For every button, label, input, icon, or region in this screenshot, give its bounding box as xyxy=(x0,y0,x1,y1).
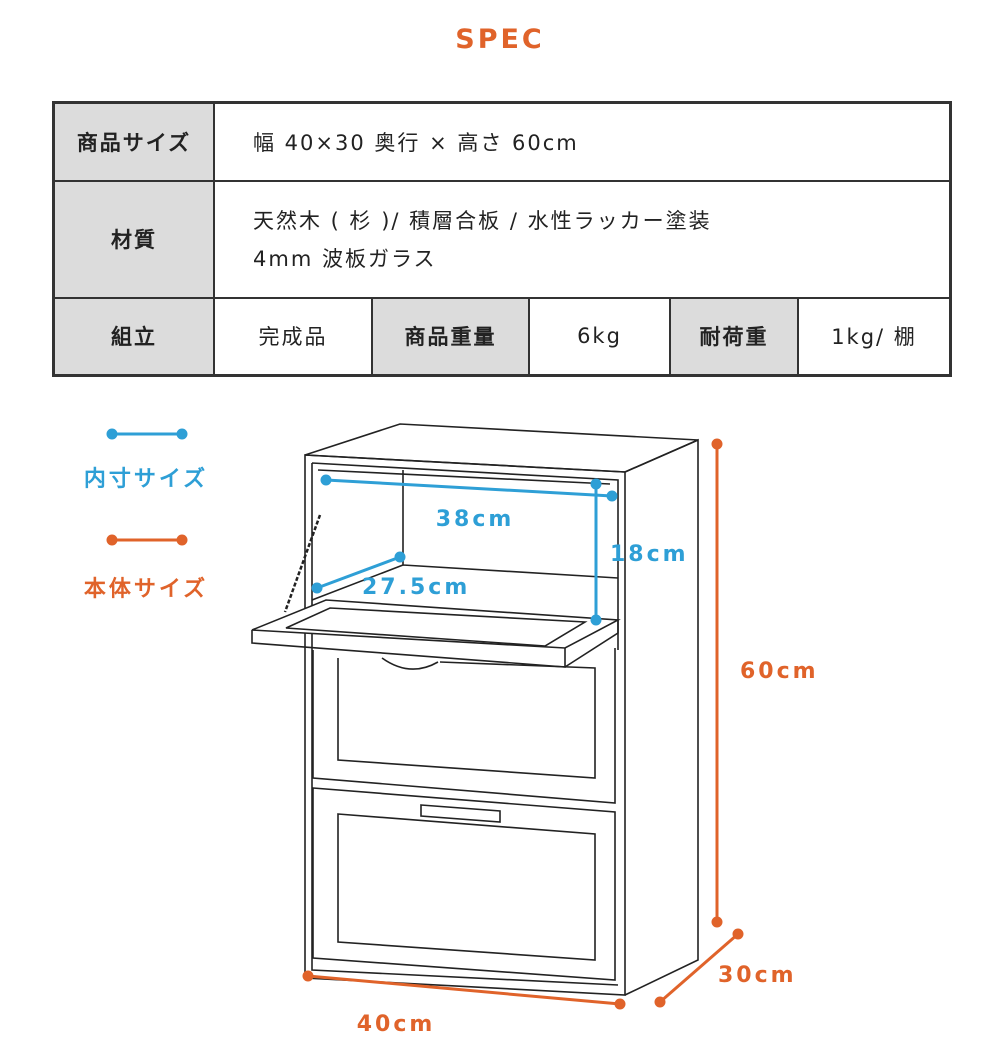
cabinet-drawing xyxy=(251,423,699,996)
size-value: 幅 40×30 奥行 × 高さ 60cm xyxy=(213,101,952,182)
legend-inner xyxy=(106,428,188,440)
load-value: 1kg/ 棚 xyxy=(797,296,952,377)
depth-label: 30cm xyxy=(718,963,797,988)
spec-row-assembly: 組立 完成品 商品重量 6kg 耐荷重 1kg/ 棚 xyxy=(52,296,952,377)
size-label: 商品サイズ xyxy=(52,101,215,182)
assembly-label: 組立 xyxy=(52,296,215,377)
height-label: 60cm xyxy=(740,659,819,684)
page-title: SPEC xyxy=(455,24,545,55)
outer-dimension-lines xyxy=(302,438,744,1010)
inner-height-label: 18cm xyxy=(610,542,689,567)
material-line2: 4mm 波板ガラス xyxy=(253,247,437,271)
inner-depth-label: 27.5cm xyxy=(362,575,470,600)
inner-dimension-lines xyxy=(311,474,618,626)
weight-label: 商品重量 xyxy=(371,296,530,377)
spec-row-size: 商品サイズ 幅 40×30 奥行 × 高さ 60cm xyxy=(52,101,952,182)
material-line1: 天然木 ( 杉 )/ 積層合板 / 水性ラッカー塗装 xyxy=(253,209,712,233)
material-label: 材質 xyxy=(52,179,215,299)
spec-table: 商品サイズ 幅 40×30 奥行 × 高さ 60cm 材質 天然木 ( 杉 )/… xyxy=(52,101,952,377)
inner-width-label: 38cm xyxy=(436,507,515,532)
legend-outer xyxy=(106,534,188,546)
legend-outer-label: 本体サイズ xyxy=(84,576,208,602)
spec-row-material: 材質 天然木 ( 杉 )/ 積層合板 / 水性ラッカー塗装 4mm 波板ガラス xyxy=(52,179,952,299)
width-label: 40cm xyxy=(357,1012,436,1037)
material-value: 天然木 ( 杉 )/ 積層合板 / 水性ラッカー塗装 4mm 波板ガラス xyxy=(213,179,952,299)
assembly-value: 完成品 xyxy=(213,296,373,377)
weight-value: 6kg xyxy=(528,296,671,377)
load-label: 耐荷重 xyxy=(669,296,799,377)
legend-inner-label: 内寸サイズ xyxy=(84,466,208,492)
